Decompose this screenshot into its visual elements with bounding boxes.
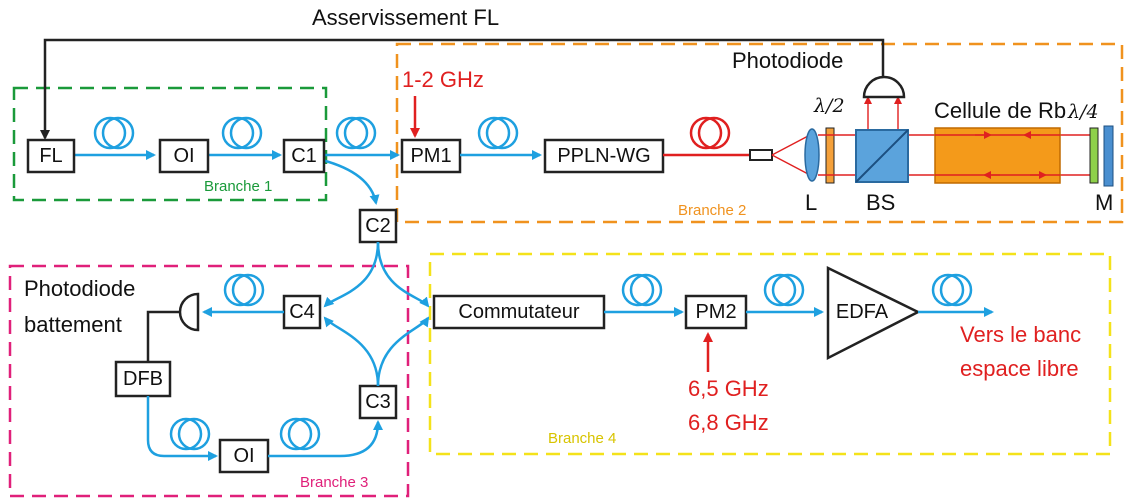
branch-2-frame xyxy=(395,42,1124,224)
quarter-wave-plate-icon xyxy=(1089,127,1099,184)
c3-label: C3 xyxy=(365,391,391,413)
edfa-label: EDFA xyxy=(836,301,889,323)
edfa-amplifier xyxy=(826,265,921,361)
fiber-coil-icon xyxy=(477,116,519,150)
output-label-2: espace libre xyxy=(960,356,1079,381)
fl-box xyxy=(26,138,76,174)
dfb-box xyxy=(114,360,172,398)
fiber-coil-icon xyxy=(279,417,321,451)
fiber-coil-icon xyxy=(763,273,805,307)
beat-photodiode-label-1: Photodiode xyxy=(24,276,135,301)
branch-4-frame xyxy=(428,252,1112,456)
fiber-c1-c2 xyxy=(321,158,380,205)
beat-photodiode-wire xyxy=(146,310,180,362)
fiber-coil-icon xyxy=(621,273,663,307)
pm2-box xyxy=(684,294,748,330)
oi1-label: OI xyxy=(173,145,194,167)
branch-1-label: Branche 1 xyxy=(204,178,272,195)
c3-box xyxy=(358,384,398,420)
branch-2-label: Branche 2 xyxy=(678,202,746,219)
fiber-coil-icon xyxy=(335,116,377,150)
diagram-title: Asservissement FL xyxy=(312,5,499,30)
half-wave-plate-icon xyxy=(825,127,835,184)
pm2-label: PM2 xyxy=(695,301,736,323)
oi2-label: OI xyxy=(233,445,254,467)
collimator-icon xyxy=(749,149,773,161)
fiber-coil-icon xyxy=(221,116,263,150)
fiber-coil-icon xyxy=(93,116,135,150)
mirror-icon xyxy=(1103,125,1114,187)
mirror-label: M xyxy=(1095,190,1113,215)
dfb-label: DFB xyxy=(123,368,163,390)
branch-1-frame xyxy=(12,86,328,202)
photodiode-icon xyxy=(862,75,906,99)
fiber-c2-commutateur xyxy=(376,241,430,308)
fiber-coil-icon xyxy=(169,417,211,451)
fiber-oi2-c3 xyxy=(268,420,383,458)
c4-box xyxy=(282,294,322,330)
pm1-label: PM1 xyxy=(410,145,451,167)
fiber-c3-c4 xyxy=(323,316,380,387)
ppln-label: PPLN-WG xyxy=(557,145,650,167)
c2-label: C2 xyxy=(365,215,391,237)
fiber-coil-icon xyxy=(931,273,973,307)
c1-box xyxy=(282,138,326,174)
oi1-box xyxy=(158,138,210,174)
fiber-coil-icon xyxy=(223,273,265,307)
c1-label: C1 xyxy=(291,145,317,167)
feedback-line xyxy=(40,38,885,140)
commutateur-box xyxy=(432,294,606,330)
beat-photodiode-icon xyxy=(178,292,200,332)
bs-label: BS xyxy=(866,190,895,215)
c4-label: C4 xyxy=(289,301,315,323)
pm2-frequency-1: 6,5 GHz xyxy=(688,376,769,401)
half-wave-label: λ/2 xyxy=(813,95,845,117)
beam-splitter-icon xyxy=(855,129,909,183)
fiber-c2-c4 xyxy=(323,241,380,308)
pm2-frequency-2: 6,8 GHz xyxy=(688,410,769,435)
red-fiber-coil-icon xyxy=(689,116,731,150)
commutateur-label: Commutateur xyxy=(458,301,579,323)
beam-to-lens xyxy=(771,134,811,176)
beat-photodiode-label-2: battement xyxy=(24,312,122,337)
branch-4-label: Branche 4 xyxy=(548,430,616,447)
output-label-1: Vers le banc xyxy=(960,322,1081,347)
lens-label: L xyxy=(805,190,817,215)
pm1-frequency: 1-2 GHz xyxy=(402,67,484,92)
quarter-wave-label: λ/4 xyxy=(1067,101,1099,123)
photodiode-label: Photodiode xyxy=(732,48,843,73)
fiber-dfb-oi2 xyxy=(146,396,218,461)
fl-label: FL xyxy=(39,145,62,167)
branch-3-frame xyxy=(8,264,410,498)
rb-cell-label: Cellule de Rb xyxy=(934,98,1066,123)
lens-icon xyxy=(804,128,820,182)
branch-3-label: Branche 3 xyxy=(300,474,368,491)
fiber-c3-commutateur xyxy=(376,316,430,387)
